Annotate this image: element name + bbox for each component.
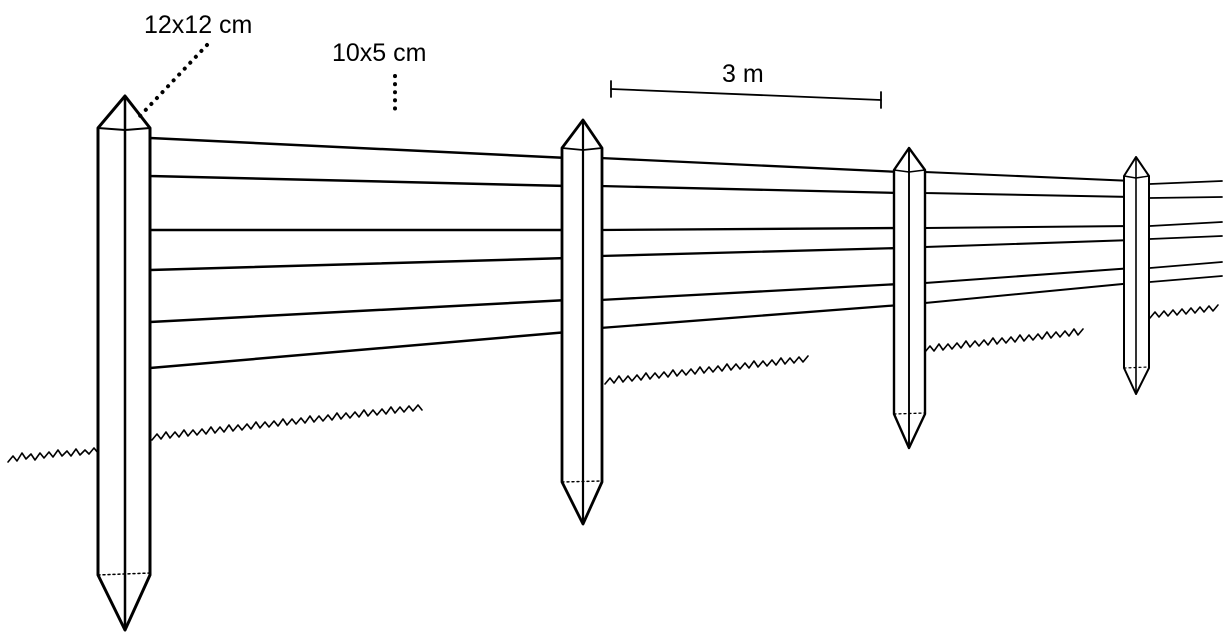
- post-1-ground-line: [97, 572, 151, 576]
- post-4-top-facet: [1123, 175, 1150, 179]
- rails-bay-2: [598, 156, 905, 330]
- post-size-leader: [138, 43, 209, 118]
- rail-bay3-bottom: [924, 267, 1136, 304]
- rail-bay1-bottom: [148, 298, 574, 370]
- rail-bay4-bottom-edge-1: [1149, 261, 1223, 269]
- post-1-top-facet: [97, 127, 151, 131]
- rail-bay4-middle-edge-1: [1149, 221, 1223, 227]
- rails-bay-3: [924, 171, 1136, 304]
- rail-bay3-top: [924, 171, 1136, 198]
- post-3-ground-line: [893, 412, 926, 415]
- rail-bay4-top-edge-2: [1149, 196, 1223, 199]
- grass-segment-4: [1149, 304, 1219, 319]
- post-size-annotation: 12x12 cm: [138, 11, 252, 118]
- fence-post-2: [560, 118, 604, 526]
- rail-bay1-top: [148, 136, 574, 188]
- rail-bay4-middle-edge-2: [1149, 235, 1223, 240]
- spacing-dimension-line: [610, 88, 882, 101]
- post-spacing-label: 3 m: [722, 60, 764, 88]
- fence-post-3: [892, 146, 927, 450]
- rail-bay2-top: [598, 156, 905, 195]
- rail-bay2-bottom: [598, 282, 905, 330]
- rail-bay2-middle: [598, 226, 905, 258]
- rails-bay-1: [148, 136, 574, 370]
- rails-bay-4: [1149, 180, 1223, 283]
- rail-bay4-top-edge-1: [1149, 180, 1223, 185]
- rail-bay4-bottom-edge-2: [1149, 275, 1223, 283]
- rail-size-annotation: 10x5 cm: [332, 39, 426, 118]
- post-3-top-facet: [893, 169, 926, 173]
- fence-post-4: [1123, 156, 1150, 395]
- rail-bay3-middle: [924, 225, 1136, 248]
- grass-segment-3: [924, 328, 1084, 353]
- grass-segment-2: [604, 355, 809, 385]
- rail-bay1-middle: [148, 228, 574, 272]
- post-size-label: 12x12 cm: [144, 11, 252, 39]
- fence-post-1: [96, 94, 152, 632]
- post-4-ground-line: [1123, 366, 1150, 369]
- post-2-ground-line: [561, 480, 603, 483]
- rail-size-label: 10x5 cm: [332, 39, 426, 67]
- grass-segment-1: [151, 404, 423, 441]
- post-2-top-facet: [561, 147, 603, 151]
- post-spacing-annotation: 3 m: [610, 60, 882, 109]
